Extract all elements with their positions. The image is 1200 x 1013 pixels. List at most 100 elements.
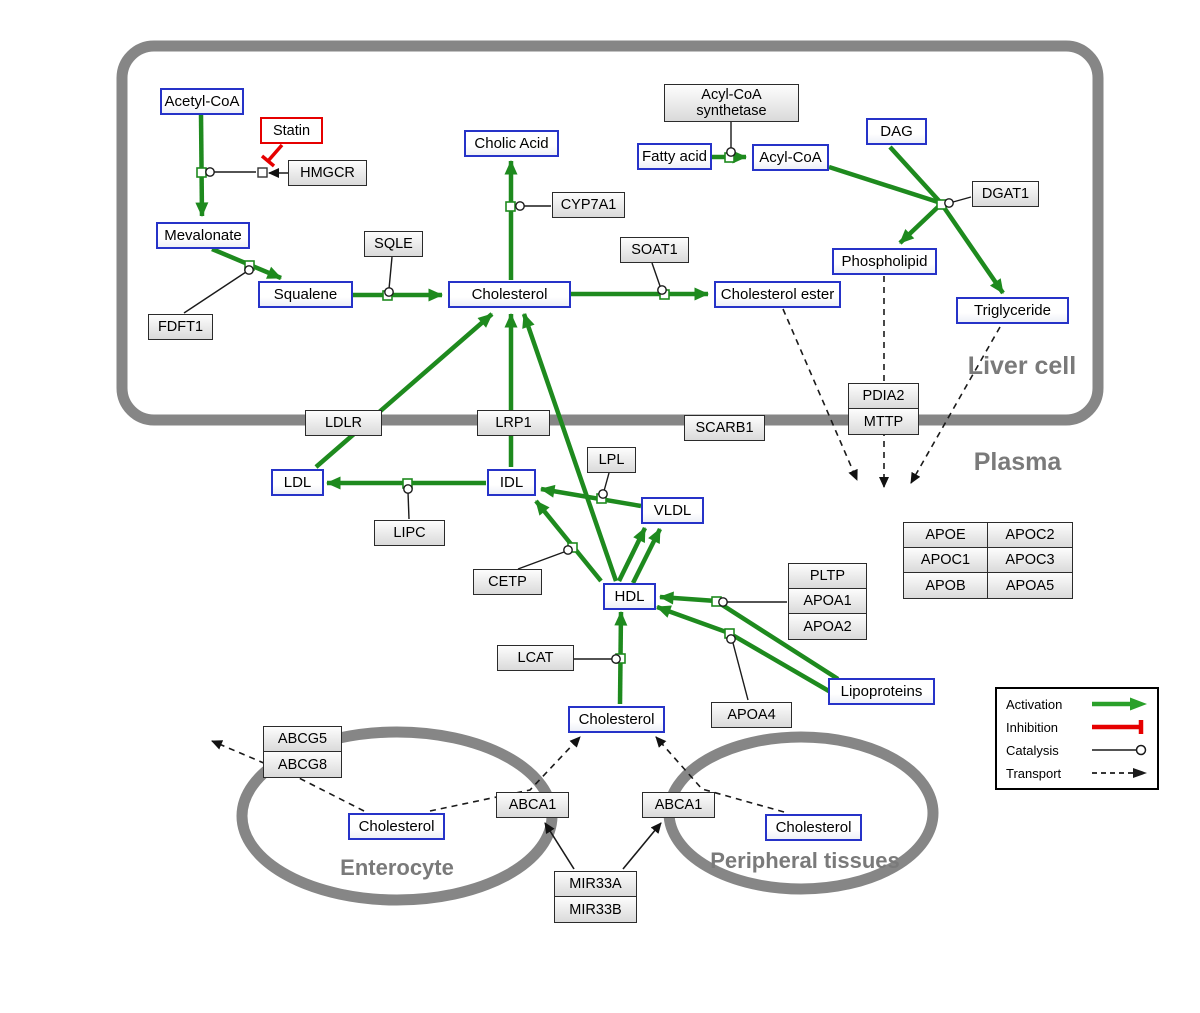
node-lipc[interactable]: LIPC [374,520,445,546]
edge-hdl-cholesterol [521,313,619,582]
legend-activation-label: Activation [1006,696,1063,712]
catalysis-circle [403,484,413,494]
legend-inhibition-label: Inhibition [1006,719,1059,735]
catalysis-circle [611,654,621,664]
node-apob[interactable]: APOB [904,573,988,598]
legend-row-transport: Transport [1006,765,1148,781]
node-fdft1[interactable]: FDFT1 [148,314,213,340]
node-scarb1[interactable]: SCARB1 [684,415,765,441]
peripheral-tissues-label: Peripheral tissues [710,848,900,873]
node-hmgcr[interactable]: HMGCR [288,160,367,186]
node-mttp[interactable]: MTTP [849,409,918,434]
edge-acylcoa-junction [828,164,942,206]
node-ldl[interactable]: LDL [271,469,324,496]
catalysis-circle-icon [1092,744,1147,756]
node-cholesterol-peripheral[interactable]: Cholesterol [765,814,862,841]
node-acyl-coa-synthetase[interactable]: Acyl-CoA synthetase [664,84,799,122]
node-apoc3[interactable]: APOC3 [988,548,1072,573]
node-abcg5[interactable]: ABCG5 [264,727,341,752]
node-lcat[interactable]: LCAT [497,645,574,671]
edge-soat1-catalysis [651,262,661,287]
legend-row-inhibition: Inhibition [1006,719,1148,735]
node-idl[interactable]: IDL [487,469,536,496]
edge-fdft1-catalysis [183,271,247,314]
node-lipoproteins[interactable]: Lipoproteins [828,678,935,705]
reaction-square [505,201,516,212]
node-apoa5[interactable]: APOA5 [988,573,1072,598]
node-cyp7a1[interactable]: CYP7A1 [552,192,625,218]
group-pltp-apoa1-apoa2: PLTP APOA1 APOA2 [788,563,867,640]
node-sqle[interactable]: SQLE [364,231,423,257]
node-apoc1[interactable]: APOC1 [904,548,988,573]
node-abca1-peripheral[interactable]: ABCA1 [642,792,715,818]
node-cetp[interactable]: CETP [473,569,542,595]
node-apoe[interactable]: APOE [904,523,988,548]
catalysis-circle [657,285,667,295]
node-pltp[interactable]: PLTP [789,564,866,589]
node-cholesterol-enterocyte[interactable]: Cholesterol [348,813,445,840]
node-dag[interactable]: DAG [866,118,927,145]
enterocyte-label: Enterocyte [340,855,454,880]
edge-apoa4-catalysis [732,642,749,701]
catalysis-circle [726,147,736,157]
node-statin[interactable]: Statin [260,117,323,144]
edge-cetp-catalysis [517,551,565,570]
node-squalene[interactable]: Squalene [258,281,353,308]
node-abcg8[interactable]: ABCG8 [264,752,341,777]
node-mir33a[interactable]: MIR33A [555,872,636,897]
node-hdl[interactable]: HDL [603,583,656,610]
group-abcg5-abcg8: ABCG5 ABCG8 [263,726,342,778]
node-pdia2[interactable]: PDIA2 [849,384,918,409]
node-cholesterol-ester[interactable]: Cholesterol ester [714,281,841,308]
node-apoa2[interactable]: APOA2 [789,614,866,639]
node-apoa1[interactable]: APOA1 [789,589,866,614]
node-lpl[interactable]: LPL [587,447,636,473]
edge-acetylcoa-mevalonate [195,113,209,217]
node-apoa4[interactable]: APOA4 [711,702,792,728]
apolipoprotein-table: APOE APOC2 APOC1 APOC3 APOB APOA5 [903,522,1073,599]
catalysis-circle [718,597,728,607]
catalysis-circle [598,489,608,499]
group-pdia2-mttp: PDIA2 MTTP [848,383,919,435]
activation-arrow-icon [1092,697,1147,711]
plasma-label: Plasma [973,448,1062,476]
node-cholic-acid[interactable]: Cholic Acid [464,130,559,157]
catalysis-circle [726,634,736,644]
node-vldl[interactable]: VLDL [641,497,704,524]
edge-dag-junction [888,145,943,205]
liver-cell-membrane [116,40,1104,426]
inhibition-tbar-icon [1092,720,1144,734]
edge-ldl-cholesterol-via-ldlr [314,312,494,469]
catalysis-circle [944,198,954,208]
node-acetyl-coa[interactable]: Acetyl-CoA [160,88,244,115]
transport-dashed-arrow-icon [1092,768,1147,778]
node-lrp1[interactable]: LRP1 [477,410,550,436]
node-soat1[interactable]: SOAT1 [620,237,689,263]
node-dgat1[interactable]: DGAT1 [972,181,1039,207]
node-fatty-acid[interactable]: Fatty acid [637,143,712,170]
node-cholesterol-plasma[interactable]: Cholesterol [568,706,665,733]
node-ldlr[interactable]: LDLR [305,410,382,436]
edge-sqle-catalysis [388,256,393,290]
node-phospholipid[interactable]: Phospholipid [832,248,937,275]
edge-vldl-idl [540,484,642,509]
node-mevalonate[interactable]: Mevalonate [156,222,250,249]
legend-row-catalysis: Catalysis [1006,742,1148,758]
reaction-square [196,167,207,178]
edge-junction-triglyceride [941,204,1005,295]
node-apoc2[interactable]: APOC2 [988,523,1072,548]
edge-mir33-abca1-left [544,822,575,870]
node-acyl-coa[interactable]: Acyl-CoA [752,144,829,171]
statin-anchor-square [257,167,268,178]
node-cholesterol-liver[interactable]: Cholesterol [448,281,571,308]
node-triglyceride[interactable]: Triglyceride [956,297,1069,324]
catalysis-circle [244,265,254,275]
statin-inhibition-tbar [260,154,276,168]
catalysis-circle [563,545,573,555]
node-abca1-enterocyte[interactable]: ABCA1 [496,792,569,818]
node-mir33b[interactable]: MIR33B [555,897,636,922]
edge-enterocyte-cholesterol-efflux-abcg [211,740,365,812]
catalysis-circle [515,201,525,211]
